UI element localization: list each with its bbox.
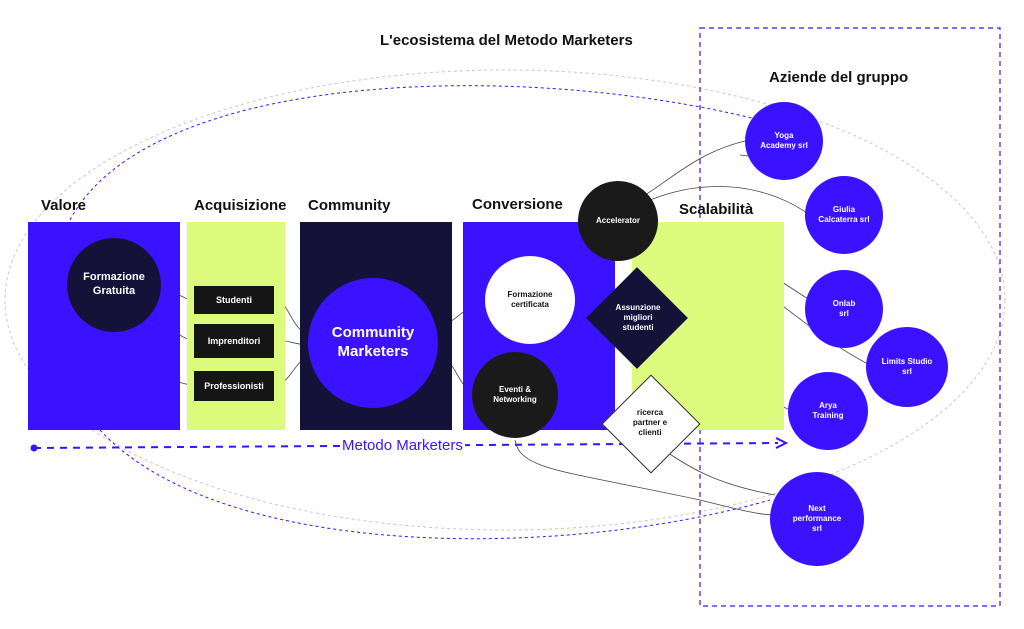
community-marketers-label: Community Marketers	[331, 324, 415, 360]
company-limits-studio-label: Limits Studio srl	[881, 357, 933, 376]
timeline-arrowhead	[775, 437, 789, 449]
accelerator-label: Accelerator	[595, 216, 641, 225]
column-heading-valore: Valore	[41, 197, 87, 214]
eventi-networking-node: Eventi & Networking	[472, 352, 558, 438]
formazione-gratuita-label: Formazione Gratuita	[83, 271, 145, 297]
ecosystem-arc-purple	[69, 85, 761, 221]
ecosystem-ellipse-gray	[4, 69, 1006, 531]
column-heading-conversione: Conversione	[472, 196, 563, 213]
company-arya-training-label: Arya Training	[812, 401, 844, 420]
company-next-performance-label: Next performance srl	[792, 504, 842, 533]
page-title: L'ecosistema del Metodo Marketers	[380, 32, 633, 49]
professionisti-box: Professionisti	[194, 371, 274, 401]
company-arya-training: Arya Training	[788, 372, 868, 450]
accelerator-node: Accelerator	[578, 181, 658, 261]
timeline-label: Metodo Marketers	[340, 437, 465, 454]
column-heading-community: Community	[308, 197, 391, 214]
company-next-performance: Next performance srl	[770, 472, 864, 566]
formazione-certificata-label: Formazione certificata	[507, 290, 553, 309]
company-giulia-calcaterra-label: Giulia Calcaterra srl	[818, 205, 870, 224]
studenti-box: Studenti	[194, 286, 274, 314]
column-heading-acquisizione: Acquisizione	[194, 197, 287, 214]
eventi-networking-label: Eventi & Networking	[493, 385, 537, 404]
group-title: Aziende del gruppo	[769, 69, 909, 86]
company-giulia-calcaterra: Giulia Calcaterra srl	[805, 176, 883, 254]
company-onlab: Onlab srl	[805, 270, 883, 348]
company-onlab-label: Onlab srl	[832, 299, 856, 318]
column-heading-scalabilita: Scalabilità	[679, 201, 754, 218]
company-yoga-academy: Yoga Academy srl	[745, 102, 823, 180]
company-yoga-academy-label: Yoga Academy srl	[760, 131, 808, 150]
ecosystem-arc-purple-bottom	[99, 429, 771, 540]
formazione-gratuita-node: Formazione Gratuita	[67, 238, 161, 332]
ricerca-label: ricerca partner e clienti	[632, 408, 668, 437]
company-limits-studio: Limits Studio srl	[866, 327, 948, 407]
assunzione-label: Assunzione migliori studenti	[615, 303, 661, 332]
community-marketers-node: Community Marketers	[308, 278, 438, 408]
formazione-certificata-node: Formazione certificata	[485, 256, 575, 344]
imprenditori-box: Imprenditori	[194, 324, 274, 358]
